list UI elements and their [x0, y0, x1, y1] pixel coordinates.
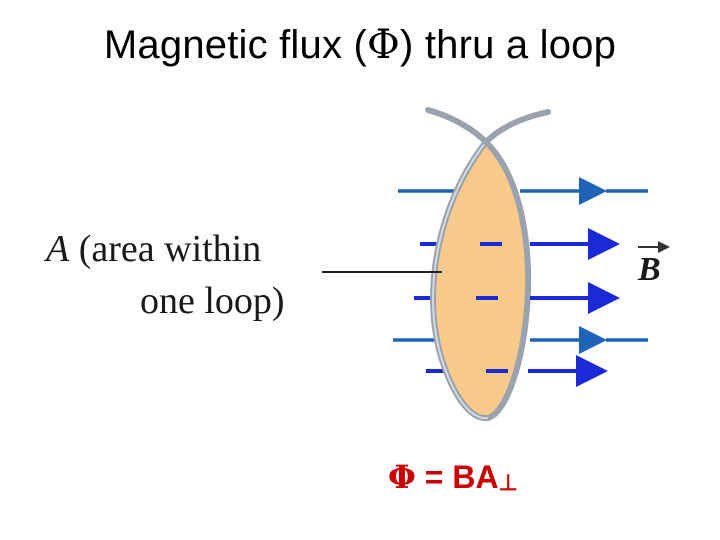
area-variable: A — [46, 228, 70, 270]
area-label-line2: one loop) — [140, 282, 285, 320]
equation-body: = BA — [415, 459, 499, 495]
flux-equation: Φ = BA⊥ — [388, 458, 518, 496]
area-label-text: (area within — [69, 228, 262, 270]
area-label-line1: A (area within — [46, 230, 261, 268]
loop-wire-end-left — [425, 107, 489, 145]
loop-wire-end-right — [483, 109, 551, 145]
equation-perp-subscript: ⊥ — [498, 470, 518, 495]
title-phi-symbol: Φ — [367, 22, 401, 68]
page-title: Magnetic flux (Φ) thru a loop — [0, 22, 720, 68]
loop-wire-highlight — [432, 141, 489, 420]
title-prefix: Magnetic flux ( — [103, 23, 368, 67]
field-label-b: B — [638, 251, 661, 288]
area-label-line2-text: one loop) — [140, 280, 285, 322]
loop-area — [433, 142, 529, 419]
equation-phi: Φ — [388, 458, 416, 496]
title-suffix: ) thru a loop — [400, 23, 617, 67]
